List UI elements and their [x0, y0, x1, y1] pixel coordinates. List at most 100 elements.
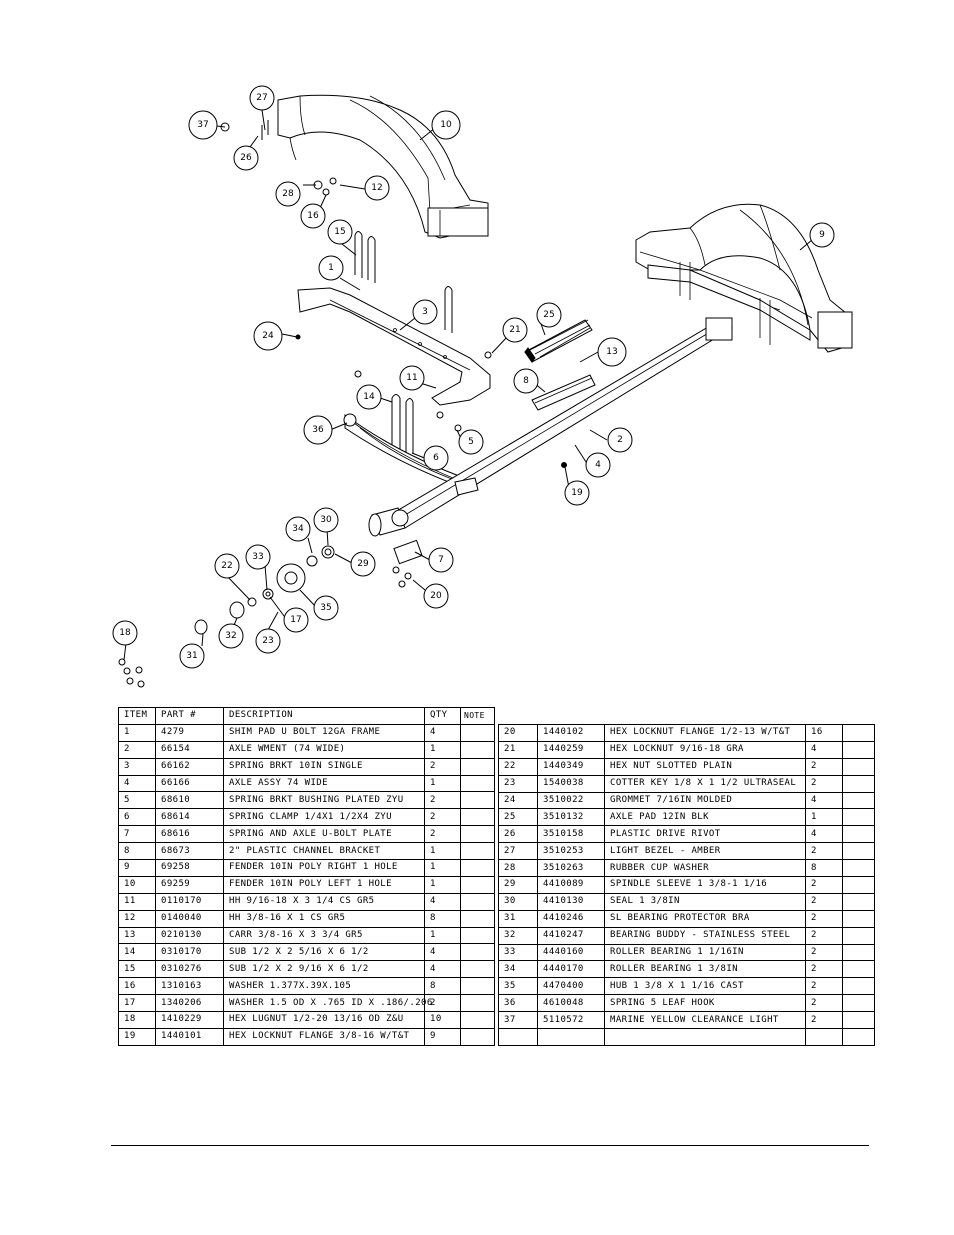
balloon-20: 20 — [423, 583, 449, 609]
channel-bracket — [531, 374, 596, 411]
balloon-5: 5 — [458, 429, 484, 455]
cell-part-number: 4410247 — [537, 926, 605, 945]
cell-description: SL BEARING PROTECTOR BRA — [604, 909, 806, 928]
balloon-7: 7 — [428, 547, 454, 573]
cell-part-number: 3510263 — [537, 859, 605, 878]
cell-description: WASHER 1.5 OD X .765 ID X .186/.206 — [223, 994, 432, 1013]
cell-note — [460, 960, 495, 979]
cell-item: 9 — [118, 859, 156, 877]
cell-part-number: 68616 — [155, 825, 224, 844]
cell-part-number: 0310170 — [155, 943, 224, 962]
cell-qty: 4 — [805, 825, 843, 844]
cell-part-number: 4279 — [155, 723, 224, 742]
cell-qty: 10 — [424, 1011, 461, 1029]
cell-qty: 4 — [424, 960, 461, 979]
cell-note — [842, 892, 875, 911]
cell-qty: 2 — [424, 757, 461, 776]
balloon-16: 16 — [300, 203, 326, 229]
cell-part-number: 0110170 — [155, 892, 224, 911]
cell-part-number: 69259 — [155, 875, 224, 894]
svg-text:12: 12 — [371, 183, 382, 193]
cell-description — [604, 1028, 806, 1046]
footer-rule — [111, 1145, 869, 1146]
cell-description: SEAL 1 3/8IN — [604, 892, 806, 911]
balloon-31: 31 — [179, 643, 205, 669]
cell-part-number: 66166 — [155, 774, 224, 793]
svg-text:27: 27 — [256, 93, 267, 103]
svg-text:25: 25 — [543, 310, 554, 320]
cell-item: 30 — [498, 892, 538, 911]
cell-description: HUB 1 3/8 X 1 1/16 CAST — [604, 977, 806, 996]
cell-description: HEX LOCKNUT FLANGE 1/2-13 W/T&T — [604, 724, 806, 742]
cell-note — [842, 859, 875, 878]
cell-qty: 4 — [424, 943, 461, 962]
balloon-8: 8 — [513, 368, 539, 394]
cell-part-number: 1440102 — [537, 724, 605, 742]
cell-part-number: 66154 — [155, 740, 224, 759]
cell-note — [460, 808, 495, 827]
cell-note — [842, 724, 875, 742]
axle-pad — [524, 319, 593, 363]
cell-item: 6 — [118, 808, 156, 827]
cell-qty: 8 — [424, 909, 461, 928]
cell-item: 18 — [118, 1011, 156, 1029]
balloon-24: 24 — [253, 321, 283, 351]
cell-description: RUBBER CUP WASHER — [604, 859, 806, 878]
cell-qty: 2 — [805, 926, 843, 945]
cell-qty: 4 — [805, 740, 843, 759]
svg-text:36: 36 — [312, 425, 324, 435]
svg-text:4: 4 — [595, 460, 601, 470]
cell-qty: 2 — [805, 994, 843, 1013]
balloon-12: 12 — [364, 175, 390, 201]
cell-note — [460, 909, 495, 928]
cell-description: HEX NUT SLOTTED PLAIN — [604, 757, 806, 776]
cell-qty: 2 — [805, 943, 843, 962]
balloon-26: 26 — [233, 145, 259, 171]
balloon-13: 13 — [597, 337, 627, 367]
cell-qty: 4 — [805, 791, 843, 810]
cell-note — [842, 994, 875, 1013]
balloon-27: 27 — [249, 85, 275, 111]
cell-part-number: 5110572 — [537, 1011, 605, 1030]
cell-description: HEX LOCKNUT FLANGE 3/8-16 W/T&T — [223, 1027, 425, 1046]
spindle — [368, 507, 409, 537]
header-item: ITEM — [118, 707, 156, 725]
cell-part-number: 4410130 — [537, 892, 605, 911]
cell-part-number: 66162 — [155, 757, 224, 776]
cell-description: HEX LUGNUT 1/2-20 13/16 OD Z&U — [223, 1011, 425, 1029]
balloon-19: 19 — [564, 480, 590, 506]
fender-left — [277, 94, 489, 239]
cell-qty: 1 — [424, 774, 461, 793]
hardware-nuts — [118, 120, 567, 688]
cell-qty: 2 — [424, 791, 461, 810]
cell-description: AXLE PAD 12IN BLK — [604, 808, 806, 827]
cell-item: 13 — [118, 926, 156, 945]
balloon-35: 35 — [313, 595, 339, 621]
cell-description: SUB 1/2 X 2 9/16 X 6 1/2 — [223, 960, 425, 979]
cell-item: 12 — [118, 909, 156, 928]
cell-description: GROMMET 7/16IN MOLDED — [604, 791, 806, 810]
cell-part-number: 4410246 — [537, 909, 605, 928]
balloon-22: 22 — [214, 553, 240, 579]
cell-item: 36 — [498, 994, 538, 1013]
cell-qty: 1 — [805, 808, 843, 827]
cell-part-number: 4410089 — [537, 876, 605, 894]
cell-qty: 1 — [424, 859, 461, 877]
